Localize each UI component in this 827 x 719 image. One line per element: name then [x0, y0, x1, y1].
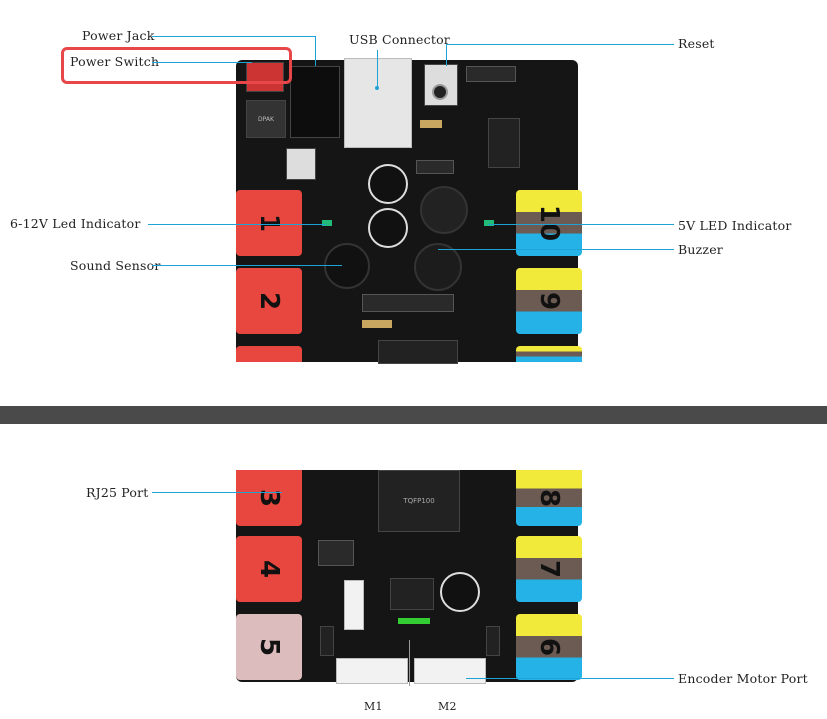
port-3: 3 [236, 470, 302, 526]
callout-line-5v [488, 224, 674, 225]
port-7: 7 [516, 536, 582, 602]
port-2: 2 [236, 268, 302, 334]
port-5: 5 [236, 614, 302, 680]
label-usb-connector: USB Connector [349, 32, 450, 47]
label-reset: Reset [678, 36, 715, 51]
label-power-switch: Power Switch [70, 54, 160, 69]
port-3-partial [236, 346, 302, 362]
status-leds [398, 618, 430, 624]
separator-band [0, 406, 827, 424]
mcu-chip-top-partial [378, 340, 458, 364]
port-10: 10 [516, 190, 582, 256]
port-8: 8 [516, 470, 582, 526]
connector-vertical [344, 580, 364, 630]
port-9: 9 [516, 268, 582, 334]
port-1: 1 [236, 190, 302, 256]
motor-connector-m2 [414, 658, 486, 684]
led-driver-component [420, 186, 468, 234]
port-8-number: 8 [534, 488, 564, 508]
port-2-number: 2 [254, 291, 284, 311]
led-6-12v [322, 220, 332, 226]
label-5v-led: 5V LED Indicator [678, 218, 792, 233]
port-7-number: 7 [534, 559, 564, 579]
port-1-number: 1 [254, 213, 284, 233]
usb-connector-component [344, 58, 412, 148]
reset-knob [432, 84, 448, 100]
callout-line-encoder [466, 678, 674, 679]
label-sound-sensor: Sound Sensor [70, 258, 161, 273]
power-jack-component [290, 66, 340, 138]
callout-line-power-jack [152, 36, 316, 37]
regulator-chip: DPAK [246, 100, 286, 138]
sound-sensor-component [324, 243, 370, 289]
motor-connector-m1 [336, 658, 408, 684]
capacitor-1 [368, 164, 408, 204]
port-4-number: 4 [254, 559, 284, 579]
callout-vline-usb [377, 50, 378, 88]
label-buzzer: Buzzer [678, 242, 723, 257]
callout-line-sound-sensor [152, 265, 342, 266]
callout-vline-reset [446, 44, 447, 66]
callout-line-power-switch [152, 62, 252, 63]
port-5-number: 5 [254, 637, 284, 657]
smd-array-1 [362, 320, 392, 328]
led-5v [484, 220, 494, 226]
regulator-chip-label: DPAK [258, 115, 274, 123]
buzzer-component [414, 243, 462, 291]
header-pins-small [416, 160, 454, 174]
side-component-right [486, 626, 500, 656]
callout-line-rj25 [152, 492, 282, 493]
mcu-chip: TQFP100 [378, 470, 460, 532]
capacitor-bottom [440, 572, 480, 612]
smd-array-2 [420, 120, 442, 128]
divider-m1-m2 [409, 640, 410, 686]
label-power-jack: Power Jack [82, 28, 155, 43]
port-4: 4 [236, 536, 302, 602]
label-m1: M1 [364, 700, 383, 713]
header-pins-top [466, 66, 516, 82]
port-10-number: 10 [534, 204, 564, 242]
label-6-12v-led: 6-12V Led Indicator [10, 216, 141, 231]
label-rj25-port: RJ25 Port [86, 485, 149, 500]
port-8-partial [516, 346, 582, 362]
callout-vline-power-jack [315, 36, 316, 66]
header-pins-middle [362, 294, 454, 312]
capacitor-2 [368, 208, 408, 248]
header-pins-2x3 [318, 540, 354, 566]
label-m2: M2 [438, 700, 457, 713]
callout-line-reset [446, 44, 674, 45]
side-component-left [320, 626, 334, 656]
mcu-chip-label: TQFP100 [403, 497, 435, 505]
ic-top-right [488, 118, 520, 168]
diode-component [286, 148, 316, 180]
power-switch-component [246, 62, 284, 92]
motor-driver-chip [390, 578, 434, 610]
port-6-number: 6 [534, 637, 564, 657]
port-6: 6 [516, 614, 582, 680]
port-9-number: 9 [534, 291, 564, 311]
callout-line-6-12v [148, 224, 326, 225]
callout-line-buzzer [438, 249, 674, 250]
highlight-box-power-switch [61, 47, 292, 84]
callout-dot-usb [375, 86, 379, 90]
label-encoder-motor-port: Encoder Motor Port [678, 671, 808, 686]
